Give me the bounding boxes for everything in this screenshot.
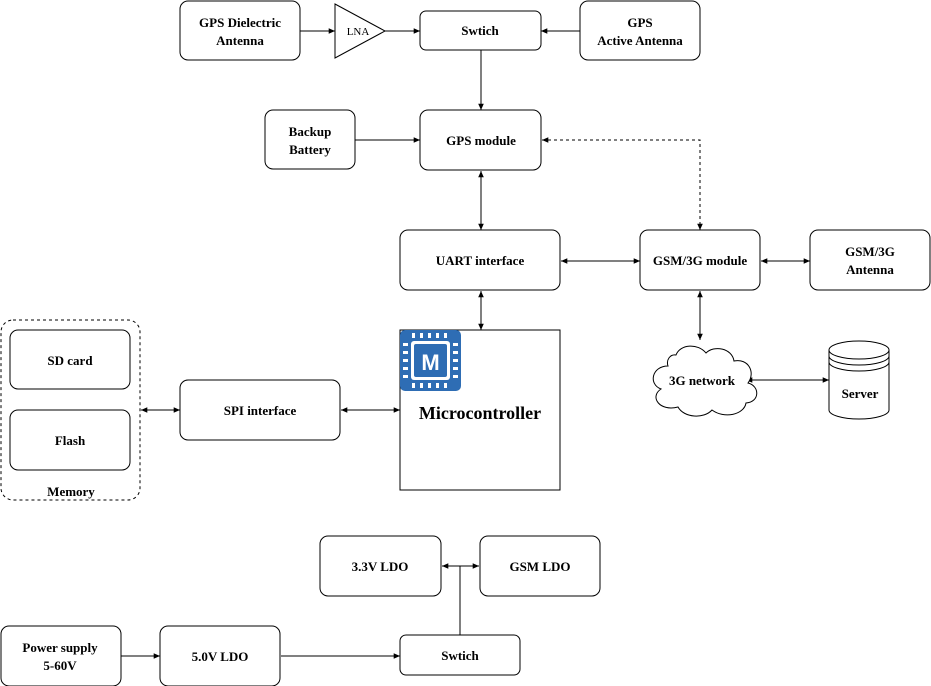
gps-dielectric-antenna-label-1: GPS Dielectric	[199, 15, 281, 30]
cloud-icon	[652, 345, 758, 417]
backup-battery-node: Backup Battery	[264, 109, 356, 170]
spi-interface-node: SPI interface	[179, 379, 341, 441]
gps-dielectric-antenna-label-2: Antenna	[216, 33, 264, 48]
flash-label: Flash	[55, 433, 86, 448]
memory-label: Memory	[47, 484, 95, 499]
ldo-50-label: 5.0V LDO	[192, 649, 249, 664]
gps-active-antenna-label-1: GPS	[627, 15, 652, 30]
microcontroller-node: M Microcontroller	[399, 329, 561, 491]
sd-card-node: SD card	[9, 329, 131, 390]
gsm-module-node: GSM/3G module	[639, 229, 761, 291]
backup-battery-label-1: Backup	[289, 124, 332, 139]
lna-label: LNA	[347, 26, 370, 38]
database-icon	[828, 340, 890, 420]
sd-card-label: SD card	[47, 353, 93, 368]
switch-top-node: Swtich	[419, 10, 542, 51]
switch-bottom-node: Swtich	[399, 634, 521, 676]
server-node: Server	[828, 340, 890, 420]
lna-node: LNA	[334, 3, 387, 59]
ldo-33-node: 3.3V LDO	[319, 535, 442, 597]
power-supply-node: Power supply 5-60V	[0, 625, 122, 686]
gsm-antenna-label-2: Antenna	[846, 262, 894, 277]
gps-dielectric-antenna-node: GPS Dielectric Antenna	[179, 0, 301, 61]
backup-battery-label-2: Battery	[289, 142, 331, 157]
uart-interface-label: UART interface	[436, 253, 525, 268]
gsm-antenna-node: GSM/3G Antenna	[809, 229, 931, 291]
uart-interface-node: UART interface	[399, 229, 561, 291]
switch-bottom-label: Swtich	[441, 648, 479, 663]
spi-interface-label: SPI interface	[224, 403, 297, 418]
ldo-50-node: 5.0V LDO	[159, 625, 281, 686]
3g-network-node: 3G network	[652, 345, 758, 417]
gps-active-antenna-node: GPS Active Antenna	[579, 0, 701, 61]
3g-network-label: 3G network	[669, 373, 736, 388]
gps-module-label: GPS module	[446, 133, 516, 148]
server-label: Server	[842, 386, 879, 401]
gsm-module-label: GSM/3G module	[653, 253, 747, 268]
gps-module-node: GPS module	[419, 109, 542, 171]
microcontroller-logo-letter: M	[421, 350, 439, 375]
gps-active-antenna-label-2: Active Antenna	[597, 33, 683, 48]
edge-gps-module-gsm-dashed	[542, 137, 703, 230]
gsm-ldo-node: GSM LDO	[479, 535, 601, 597]
gsm-ldo-label: GSM LDO	[509, 559, 570, 574]
flash-node: Flash	[9, 409, 131, 471]
switch-top-label: Swtich	[461, 23, 499, 38]
power-supply-label-2: 5-60V	[43, 658, 77, 673]
microcontroller-label: Microcontroller	[419, 403, 541, 423]
ldo-33-label: 3.3V LDO	[352, 559, 409, 574]
microcontroller-chip-icon: M	[400, 330, 461, 391]
edges	[121, 28, 829, 659]
power-supply-label-1: Power supply	[22, 640, 98, 655]
gsm-antenna-label-1: GSM/3G	[845, 244, 895, 259]
